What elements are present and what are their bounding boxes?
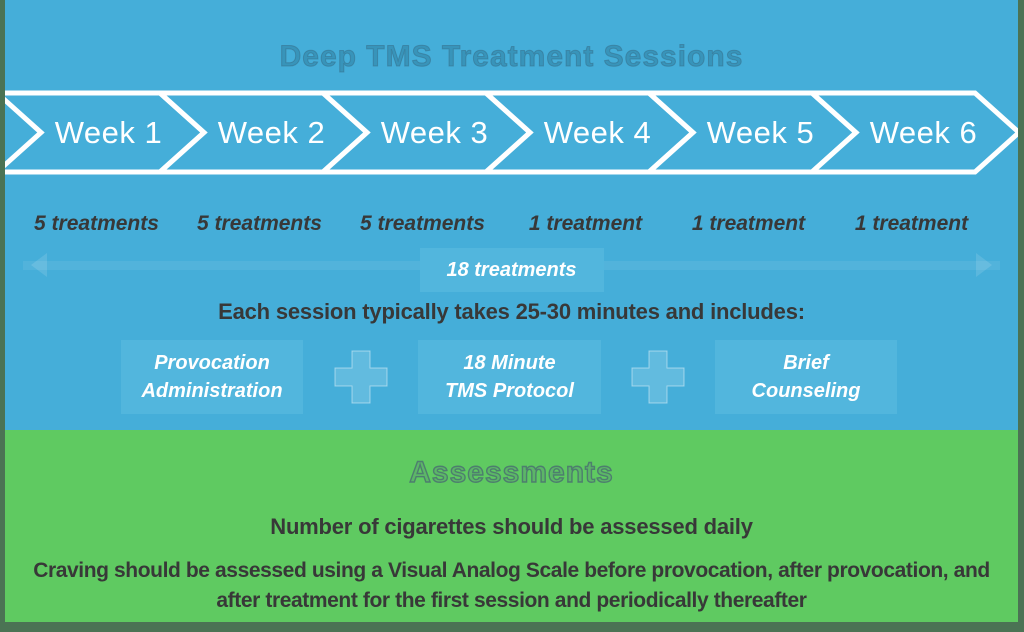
week-chevron-4: Week 4: [543, 114, 652, 150]
treatment-count-week1: 5 treatments: [34, 212, 159, 235]
treatment-count-week6: 1 treatment: [854, 212, 969, 235]
component-line: Counseling: [751, 380, 861, 402]
week-chevron-1: Week 1: [54, 114, 163, 150]
section-title-treatments: Deep TMS Treatment Sessions: [279, 40, 744, 74]
component-tms-protocol-box: 18 Minute TMS Protocol: [418, 340, 601, 414]
total-treatments-label: 18 treatments: [446, 258, 577, 281]
week-labels-row: Week 1 Week 2 Week 3 Week 4 Week 5 Week …: [27, 90, 1005, 175]
assessments-section: Assessments Number of cigarettes should …: [5, 430, 1018, 622]
week-chevron-5: Week 5: [706, 114, 815, 150]
component-counseling-box: Brief Counseling: [715, 340, 897, 414]
section-title-assessments: Assessments: [409, 455, 614, 489]
component-line: TMS Protocol: [445, 380, 574, 402]
assessment-daily-text: Number of cigarettes should be assessed …: [270, 514, 753, 539]
treatment-sessions-section: Deep TMS Treatment Sessions Week 1 Week …: [5, 0, 1018, 430]
week-timeline: Week 1 Week 2 Week 3 Week 4 Week 5 Week …: [5, 90, 1018, 175]
treatment-count-week5: 1 treatment: [691, 212, 806, 235]
treatment-count-week3: 5 treatments: [360, 212, 485, 235]
component-line: 18 Minute: [463, 352, 556, 374]
treatment-count-week4: 1 treatment: [528, 212, 643, 235]
session-intro-text: Each session typically takes 25-30 minut…: [218, 299, 805, 324]
total-treatments-badge: 18 treatments: [419, 248, 604, 292]
assessment-craving-text: Craving should be assessed using a Visua…: [33, 559, 990, 613]
plus-icon: [631, 350, 685, 404]
component-line: Brief: [783, 352, 829, 374]
component-provocation-box: Provocation Administration: [121, 340, 303, 414]
week-chevron-2: Week 2: [217, 114, 326, 150]
component-line: Administration: [141, 380, 283, 402]
treatment-count-week2: 5 treatments: [197, 212, 322, 235]
week-chevron-3: Week 3: [380, 114, 489, 150]
week-chevron-6: Week 6: [869, 114, 978, 150]
week-chevrons-graphic: [5, 90, 1018, 175]
component-line: Provocation: [154, 352, 270, 374]
treatment-counts-row: 5 treatments 5 treatments 5 treatments 1…: [15, 212, 993, 236]
plus-icon: [334, 350, 388, 404]
